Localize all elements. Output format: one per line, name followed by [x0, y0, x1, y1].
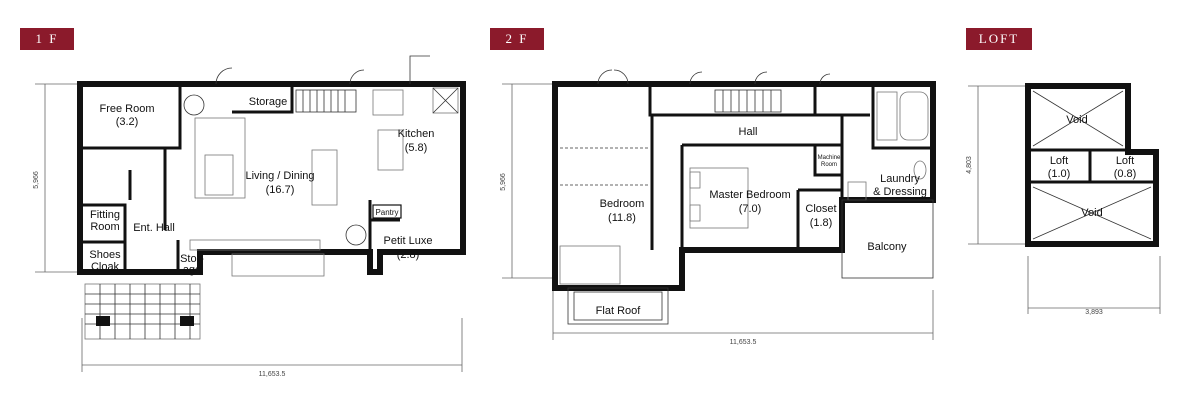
label-fitting-1: Fitting [90, 209, 120, 221]
dim-1f-width: 11,653.5 [259, 371, 286, 378]
stairs-1f [295, 89, 357, 113]
sofa [194, 117, 246, 199]
label-flat-roof: Flat Roof [596, 305, 642, 317]
label-loft-left: Loft [1050, 155, 1068, 167]
label-pantry: Pantry [375, 208, 398, 217]
plan-loft: 4,803 3,893 Void Loft (1.0) Loft (0.8) V… [966, 83, 1161, 316]
dim-loft-width: 3,893 [1085, 309, 1103, 316]
label-bedroom: Bedroom [600, 198, 645, 210]
label-master-bedroom: Master Bedroom [709, 189, 790, 201]
fridge [432, 87, 459, 114]
label-bedroom-area: (11.8) [608, 212, 636, 224]
bed-bedroom [559, 245, 621, 285]
doors-1f [215, 55, 430, 85]
dim-2f-width: 11,653.5 [730, 339, 757, 346]
dim-1f-height: 5,966 [33, 171, 40, 189]
stove [372, 89, 404, 116]
label-hall: Hall [739, 126, 758, 138]
label-storage-small-2: age [183, 264, 201, 276]
label-machine-1: Machine [818, 155, 841, 161]
plant-icon [183, 94, 205, 116]
label-closet: Closet [805, 203, 836, 215]
exterior-wall-1f [77, 81, 466, 275]
label-kitchen: Kitchen [398, 128, 435, 140]
void-bottom-cross [1032, 186, 1152, 240]
label-shoes-1: Shoes [89, 249, 121, 261]
dining-table [311, 149, 338, 206]
dim-2f-height: 5,966 [500, 173, 507, 191]
label-machine-2: Room [821, 162, 837, 168]
label-laundry-1: Laundry [880, 173, 920, 185]
wall-machine [813, 145, 842, 177]
label-free-room: Free Room [99, 103, 154, 115]
wall-bath [871, 84, 933, 150]
wall-hall [648, 84, 870, 117]
label-living-dining: Living / Dining [245, 170, 314, 182]
label-loft-left-area: (1.0) [1048, 168, 1071, 180]
label-master-bedroom-area: (7.0) [739, 203, 762, 215]
bath-floor [876, 91, 898, 141]
void-top-cross [1032, 90, 1124, 147]
label-kitchen-area: (5.8) [405, 142, 428, 154]
label-shoes-2: Cloak [91, 261, 120, 273]
entrance-porch [84, 283, 201, 340]
floor-badge-loft: LOFT [966, 28, 1032, 50]
label-fitting-2: Room [90, 221, 119, 233]
coffee-table [204, 154, 234, 196]
label-free-room-area: (3.2) [116, 116, 139, 128]
wall-fitting [80, 203, 127, 272]
label-petit-luxe-area: (2.8) [397, 249, 420, 261]
wall-free-room [80, 84, 182, 150]
bathtub [899, 91, 929, 141]
floor-badge-2f: 2 F [490, 28, 544, 50]
label-storage-small-1: Stor- [180, 253, 204, 265]
label-loft-right-area: (0.8) [1114, 168, 1137, 180]
label-petit-luxe: Petit Luxe [384, 235, 433, 247]
sink-icon [913, 160, 927, 180]
balcony-area [841, 199, 934, 279]
master-bed [689, 167, 749, 229]
label-closet-area: (1.8) [810, 217, 833, 229]
deck-1f [231, 253, 325, 277]
kitchen-island [377, 129, 404, 171]
label-void-top: Void [1066, 114, 1087, 126]
window-1f [189, 239, 321, 251]
wall-storage-room [232, 84, 294, 114]
plant-icon [345, 224, 367, 246]
label-loft-right: Loft [1116, 155, 1134, 167]
label-laundry-2: & Dressing [873, 186, 927, 198]
flat-roof-area [567, 287, 669, 325]
stairs-2f [714, 89, 782, 113]
label-living-dining-area: (16.7) [266, 184, 295, 196]
label-balcony: Balcony [867, 241, 907, 253]
plan-2f: 5,966 11,653.5 [500, 69, 936, 346]
wall-loft [1028, 148, 1156, 184]
floor-badge-1f: 1 F [20, 28, 74, 50]
plan-1f: 5,966 11,653.5 [33, 55, 466, 378]
dim-loft-height: 4,803 [966, 156, 973, 174]
label-void-bottom: Void [1081, 207, 1102, 219]
doors-2f [597, 69, 831, 85]
label-storage: Storage [249, 96, 288, 108]
exterior-wall-loft [1025, 83, 1159, 247]
label-ent-hall: Ent. Hall [133, 222, 175, 234]
